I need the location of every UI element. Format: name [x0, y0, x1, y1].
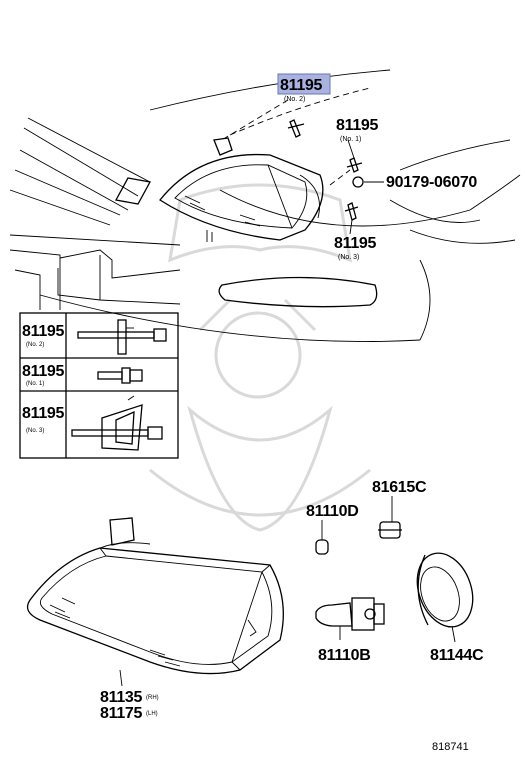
leader-line [329, 169, 351, 186]
bolt-no1 [346, 157, 363, 173]
installed-headlamp-drawing [159, 137, 324, 242]
fog-lamp-lens [218, 276, 378, 308]
callout-90179-06070[interactable]: 90179-06070 [386, 174, 478, 191]
bolt-no1-drawing [97, 367, 143, 384]
part-highlight [277, 73, 331, 95]
socket-drawing [378, 496, 402, 539]
watermark-logo [149, 183, 371, 532]
inset-row-note: (No. 2) [26, 342, 44, 348]
bolt-no3 [344, 202, 359, 221]
nut-icon [352, 176, 364, 188]
callout-81195-no1[interactable]: 81195 [336, 117, 379, 134]
bolt-no3-drawing [71, 395, 163, 451]
callout-81110d[interactable]: 81110D [306, 503, 359, 520]
callout-81110b[interactable]: 81110B [318, 647, 371, 664]
callout-81615c[interactable]: 81615C [372, 479, 427, 496]
bulb-small-drawing [315, 520, 329, 555]
bulb-main-drawing [315, 597, 385, 640]
inset-row-note: (No. 3) [26, 428, 44, 434]
callout-note: (No. 3) [338, 254, 359, 261]
cap-drawing [416, 552, 474, 643]
callout-side: (LH) [146, 711, 158, 717]
inset-row-number[interactable]: 81195 [22, 363, 65, 380]
leader-line [224, 99, 289, 139]
bolt-no2 [287, 119, 305, 138]
callout-81195-no2[interactable]: 81195 [280, 77, 323, 94]
callout-note: (No. 1) [340, 136, 361, 143]
callout-81195-no3[interactable]: 81195 [334, 235, 377, 252]
bolt-no2-drawing [77, 319, 167, 355]
callout-note: (No. 2) [284, 96, 305, 103]
inset-row-number[interactable]: 81195 [22, 405, 65, 422]
inset-row-note: (No. 1) [26, 381, 44, 387]
callout-81135[interactable]: 81135 [100, 689, 143, 706]
car-body-upper [9, 69, 521, 342]
callout-81175[interactable]: 81175 [100, 705, 143, 722]
inset-row-number[interactable]: 81195 [22, 323, 65, 340]
leader-line [119, 669, 123, 687]
callout-side: (RH) [146, 695, 159, 701]
leader-line [349, 219, 353, 235]
headlamp-unit-drawing [26, 517, 284, 675]
figure-id: 818741 [432, 741, 469, 753]
leader-line [347, 139, 355, 159]
callout-81144c[interactable]: 81144C [430, 647, 484, 664]
bolt-type-inset-table: 81195 (No. 2) 81195 (No. 1) 81195 (No. 3… [19, 312, 179, 459]
